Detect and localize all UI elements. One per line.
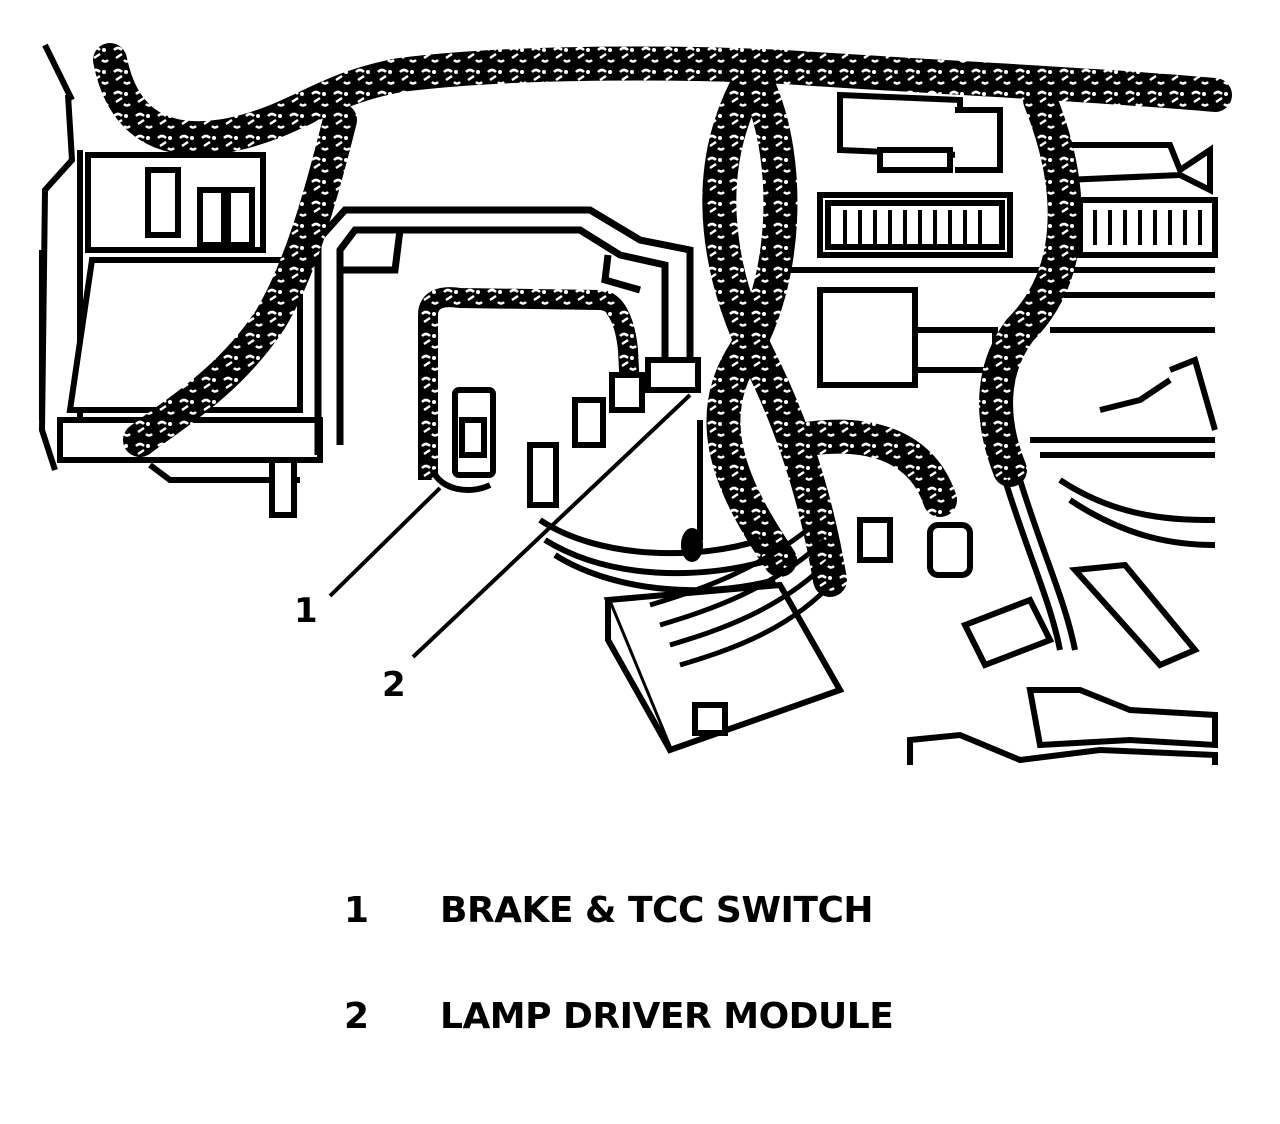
- callout-2: 2: [382, 665, 406, 705]
- left-relay-block: [57, 152, 323, 518]
- legend-label: LAMP DRIVER MODULE: [440, 996, 894, 1037]
- upper-dash-structure: [767, 91, 1218, 458]
- legend-number: 2: [344, 996, 370, 1037]
- left-pillar: [38, 43, 83, 471]
- callout-1: 1: [294, 591, 318, 631]
- legend-label: BRAKE & TCC SWITCH: [440, 890, 874, 931]
- lamp-driver-module: [603, 518, 845, 754]
- instrument-panel-illustration: [38, 43, 1232, 765]
- leader-lines: [328, 393, 692, 659]
- leader-line-1: [328, 486, 442, 598]
- legend-number: 1: [344, 890, 370, 931]
- legend-item-1: 1 BRAKE & TCC SWITCH: [0, 893, 1280, 943]
- brake-tcc-switch: [418, 287, 640, 493]
- main-wiring-harness: [93, 43, 1232, 597]
- switch-connectors: [527, 357, 973, 578]
- right-connectors: [907, 561, 1218, 765]
- leader-line-2: [411, 393, 692, 659]
- legend-item-2: 2 LAMP DRIVER MODULE: [0, 999, 1280, 1049]
